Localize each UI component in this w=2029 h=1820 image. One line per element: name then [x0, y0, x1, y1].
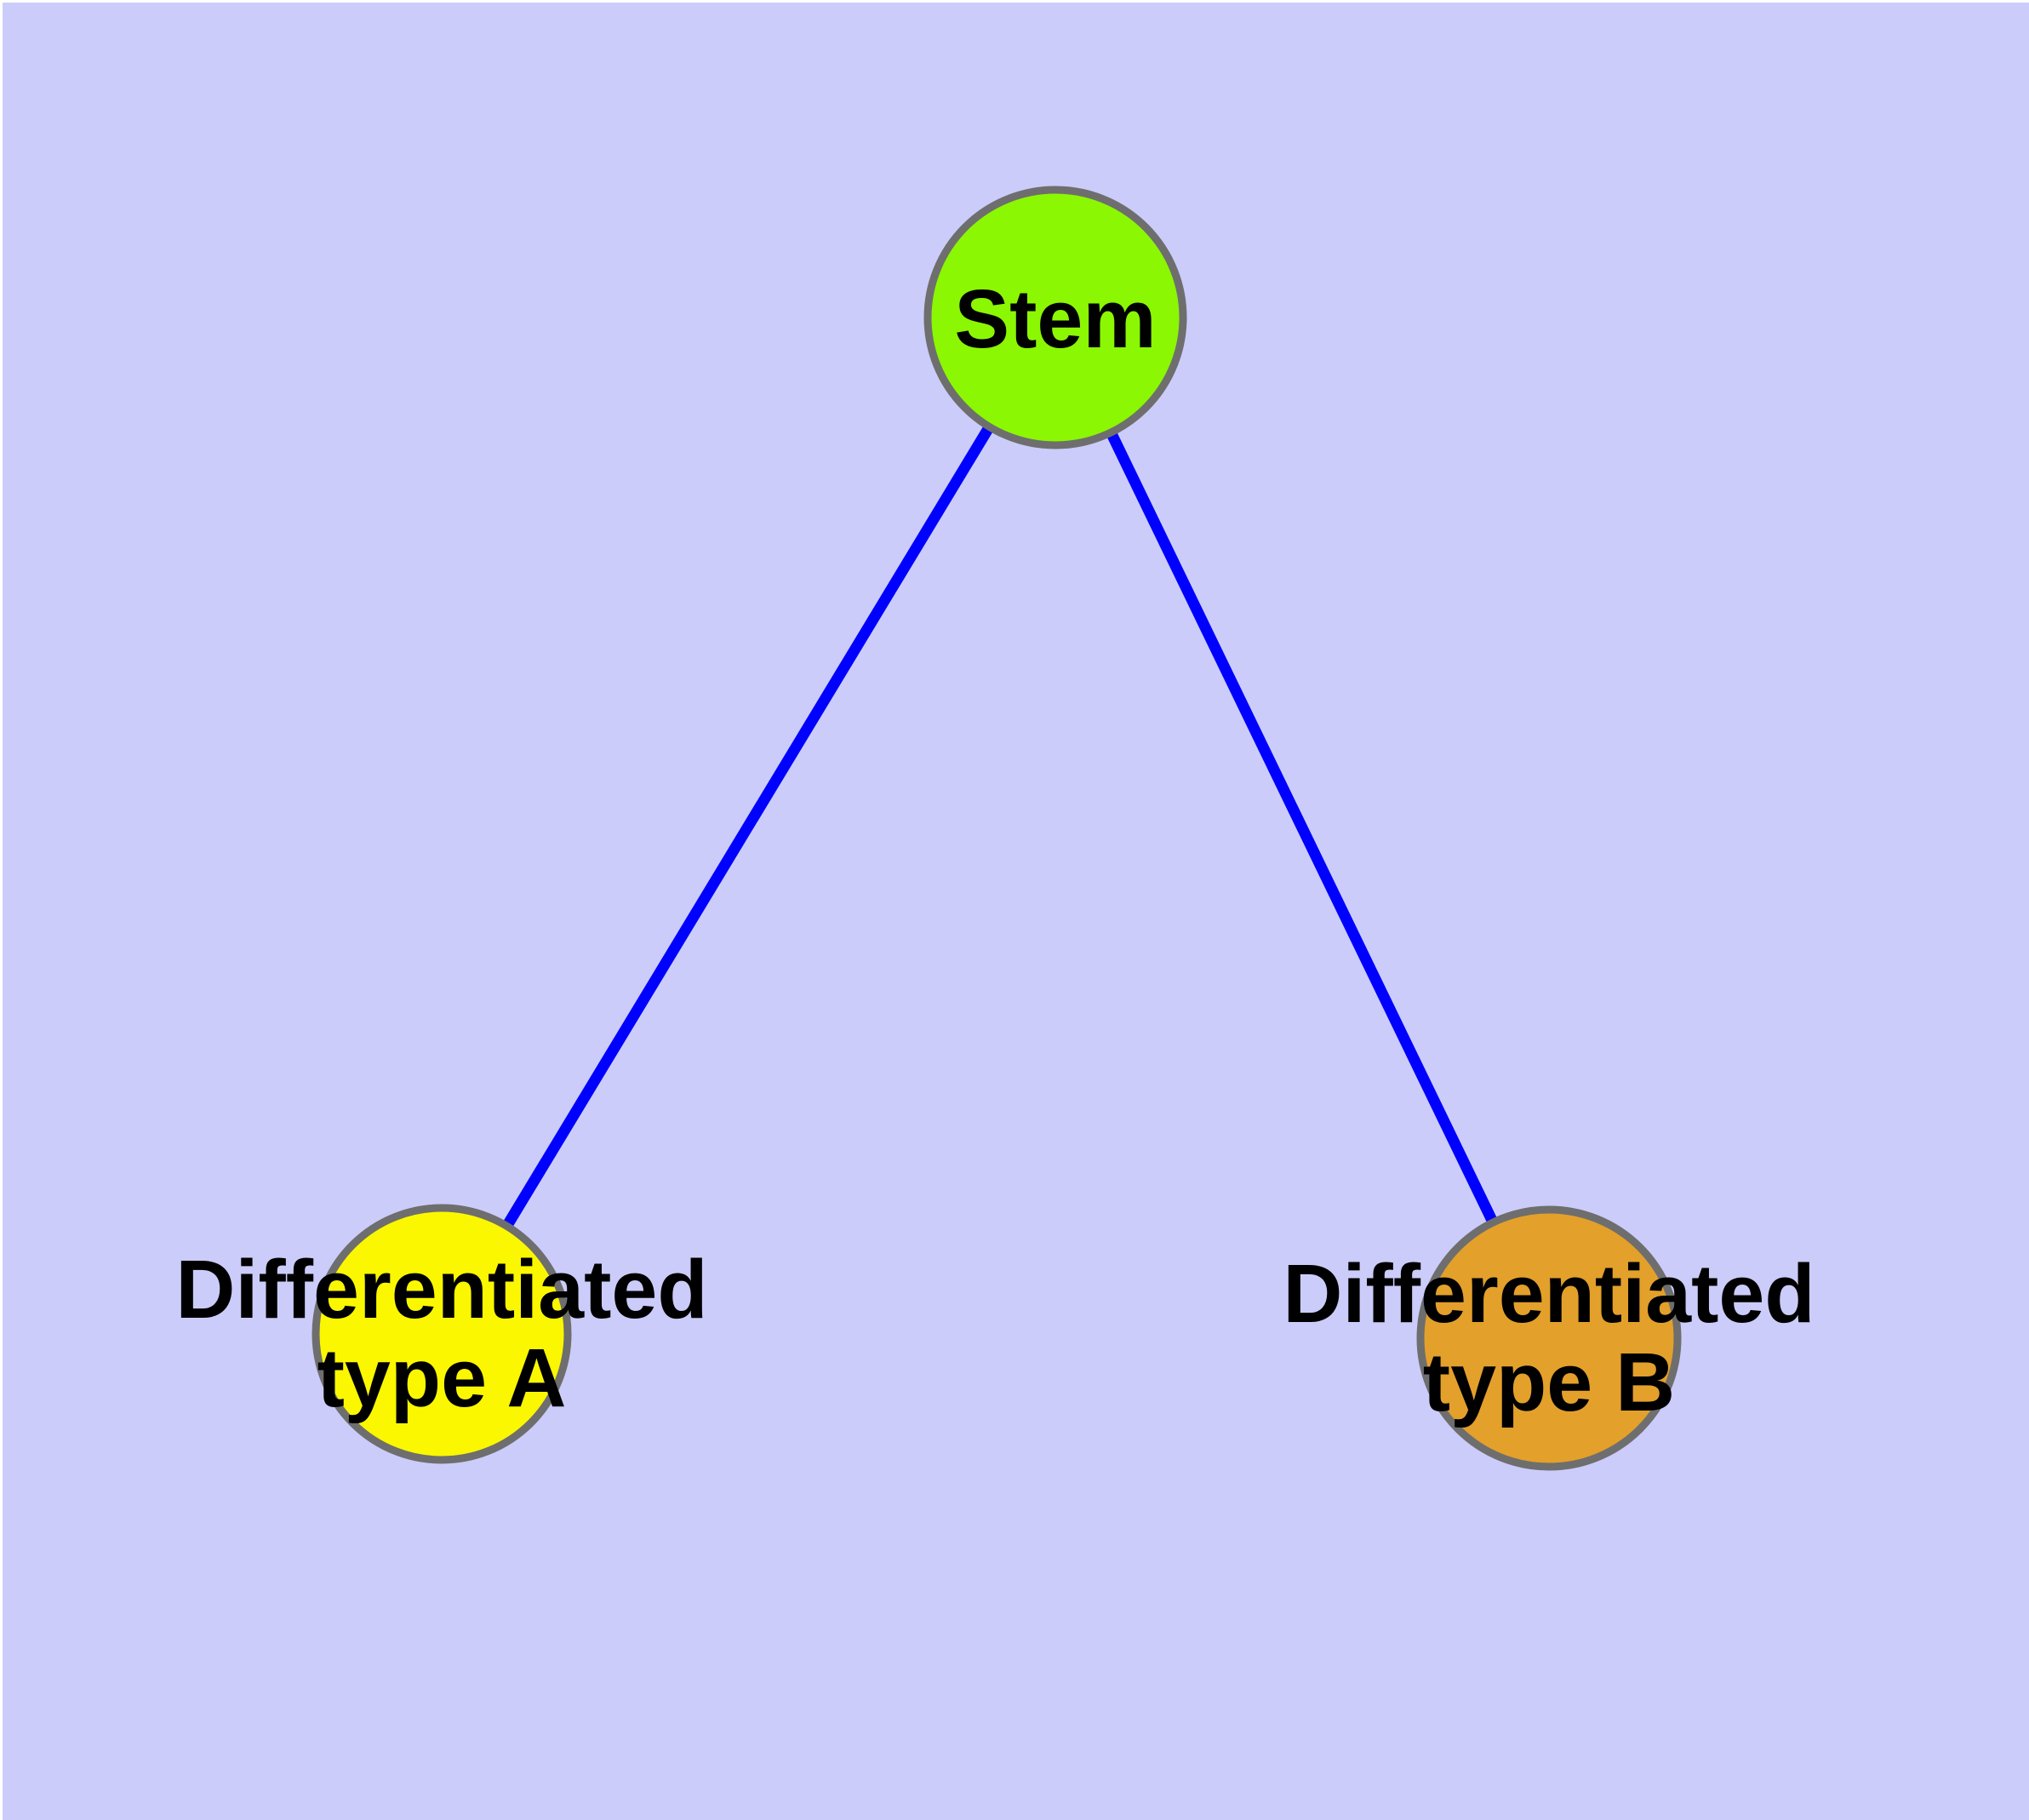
label-layer: Stem Differentiated type A Differentiate…	[175, 272, 1815, 1428]
edge-layer	[437, 314, 1554, 1341]
node-differentiated-type-a-circle[interactable]	[311, 1204, 572, 1464]
node-layer	[311, 186, 1682, 1471]
node-differentiated-type-b-circle[interactable]	[1416, 1205, 1682, 1471]
edge-stem-to-differentiated-type-a[interactable]	[437, 314, 1060, 1337]
node-differentiated-type-b-label-line2: type B	[1423, 1336, 1675, 1428]
node-differentiated-type-b-label-line1: Differentiated	[1283, 1247, 1815, 1340]
node-differentiated-type-a-label-line2: type A	[317, 1331, 567, 1424]
node-stem-circle[interactable]	[923, 186, 1187, 449]
node-stem-label: Stem	[954, 272, 1156, 365]
node-differentiated-type-a-label-line1: Differentiated	[175, 1243, 707, 1336]
edge-stem-to-differentiated-type-b[interactable]	[1050, 315, 1554, 1341]
